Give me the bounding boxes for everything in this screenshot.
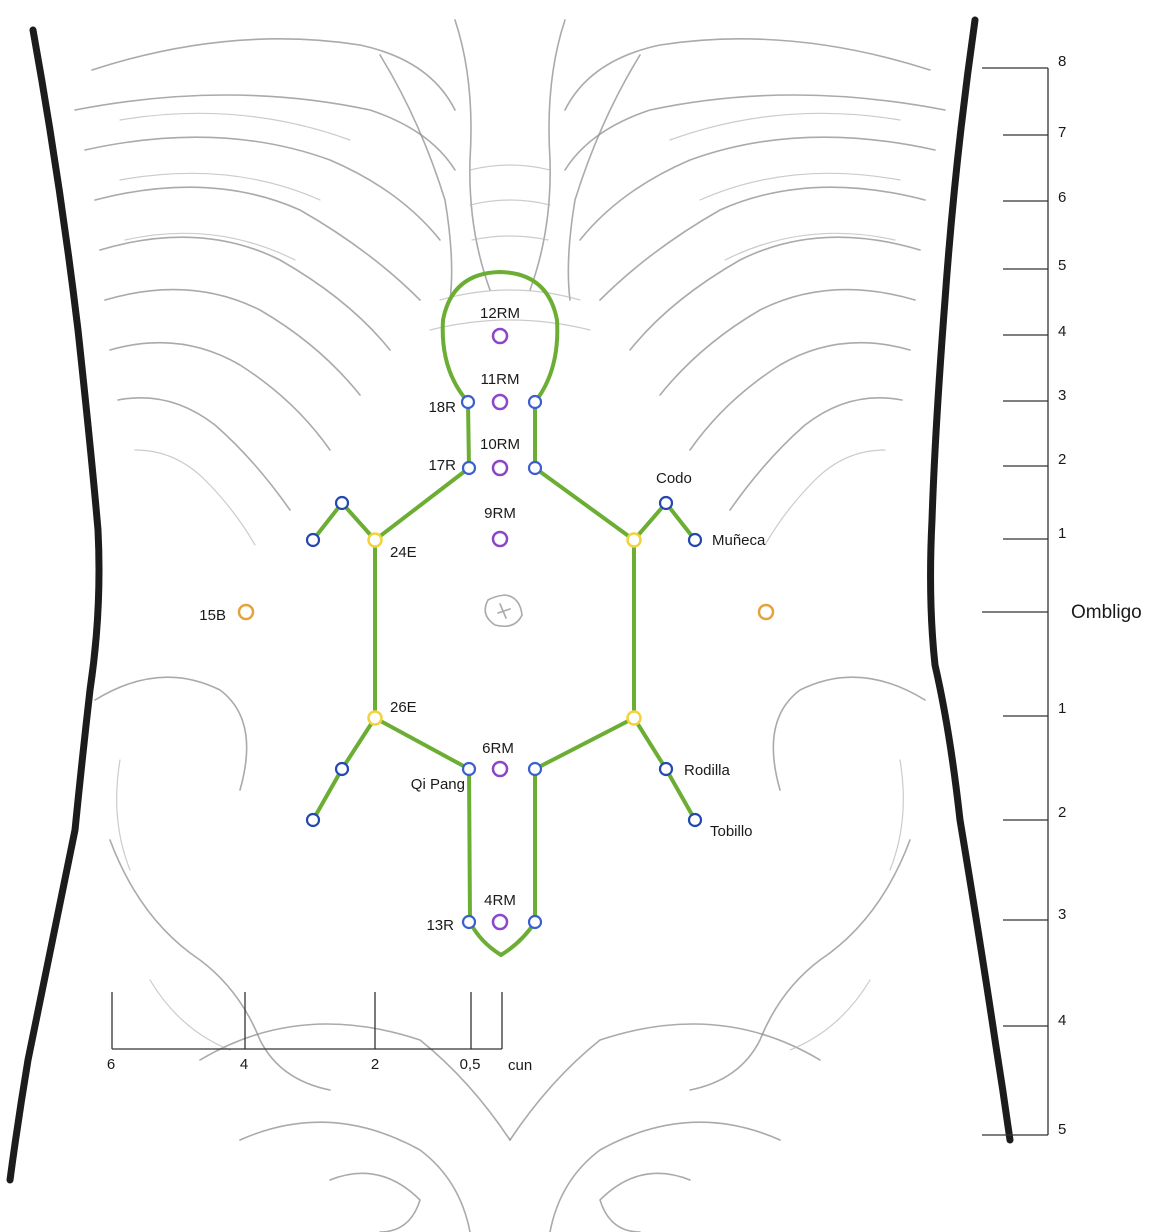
label-6rm: 6RM (482, 740, 514, 757)
right-rib-cage (565, 39, 945, 545)
body-outline-left (10, 30, 99, 1180)
horizontal-label-6: 6 (107, 1056, 115, 1073)
vertical-label-lower-3: 3 (1058, 906, 1066, 923)
horizontal-label-0-5: 0,5 (460, 1056, 481, 1073)
vertical-label-lower-4: 4 (1058, 1012, 1066, 1029)
point-11rm[interactable] (493, 395, 507, 409)
pelvis (95, 677, 925, 1232)
point-qi-pang-left[interactable] (463, 763, 475, 775)
label-4rm: 4RM (484, 892, 516, 909)
point-17r-right[interactable] (529, 462, 541, 474)
label-11rm: 11RM (481, 371, 520, 388)
point-tobillo-left[interactable] (307, 814, 319, 826)
label-rodilla: Rodilla (684, 762, 731, 779)
acupoints (239, 329, 773, 929)
label-17r: 17R (428, 457, 456, 474)
point-qi-pang-right[interactable] (529, 763, 541, 775)
meridian-main (375, 402, 634, 955)
sternum (430, 20, 590, 330)
point-4rm[interactable] (493, 915, 507, 929)
vertical-label-upper-6: 6 (1058, 189, 1066, 206)
anatomy-sketch (75, 20, 945, 1232)
vertical-label-lower-2: 2 (1058, 804, 1066, 821)
point-15b-right[interactable] (759, 605, 773, 619)
horizontal-label-2: 2 (371, 1056, 379, 1073)
point-9rm[interactable] (493, 532, 507, 546)
vertical-label-ombligo: Ombligo (1071, 602, 1142, 623)
vertical-label-upper-4: 4 (1058, 323, 1066, 340)
navel (485, 595, 522, 626)
label-tobillo: Tobillo (710, 823, 753, 840)
horizontal-unit-label: cun (508, 1057, 532, 1074)
vertical-label-lower-1: 1 (1058, 700, 1066, 717)
left-rib-cage (75, 39, 455, 545)
vertical-label-upper-8: 8 (1058, 53, 1066, 70)
label-9rm: 9RM (484, 505, 516, 522)
vertical-scale: 8 7 6 5 4 3 2 1 Ombligo 1 2 3 4 5 (982, 53, 1142, 1138)
label-24e: 24E (390, 544, 417, 561)
point-24e-right[interactable] (628, 534, 641, 547)
point-6rm[interactable] (493, 762, 507, 776)
label-13r: 13R (426, 917, 454, 934)
label-10rm: 10RM (480, 436, 520, 453)
point-rodilla-left[interactable] (336, 763, 348, 775)
point-muneca-right[interactable] (689, 534, 701, 546)
point-muneca-left[interactable] (307, 534, 319, 546)
point-rodilla-right[interactable] (660, 763, 672, 775)
point-12rm[interactable] (493, 329, 507, 343)
body-outline-right (931, 20, 1010, 1140)
point-codo-right[interactable] (660, 497, 672, 509)
horizontal-label-4: 4 (240, 1056, 248, 1073)
label-15b: 15B (199, 607, 226, 624)
label-18r: 18R (428, 399, 456, 416)
label-12rm: 12RM (480, 305, 520, 322)
point-tobillo-right[interactable] (689, 814, 701, 826)
point-18r-left[interactable] (462, 396, 474, 408)
point-18r-right[interactable] (529, 396, 541, 408)
vertical-label-lower-5: 5 (1058, 1121, 1066, 1138)
vertical-label-upper-2: 2 (1058, 451, 1066, 468)
horizontal-scale: 6 4 2 0,5 cun (107, 992, 532, 1074)
vertical-label-upper-7: 7 (1058, 124, 1066, 141)
point-26e-left[interactable] (369, 712, 382, 725)
body-outline (10, 20, 1010, 1180)
point-13r-left[interactable] (463, 916, 475, 928)
point-26e-right[interactable] (628, 712, 641, 725)
point-codo-left[interactable] (336, 497, 348, 509)
vertical-label-upper-1: 1 (1058, 525, 1066, 542)
point-10rm[interactable] (493, 461, 507, 475)
label-qi-pang: Qi Pang (411, 776, 465, 793)
label-muneca: Muñeca (712, 532, 766, 549)
vertical-label-upper-5: 5 (1058, 257, 1066, 274)
point-17r-left[interactable] (463, 462, 475, 474)
vertical-label-upper-3: 3 (1058, 387, 1066, 404)
point-13r-right[interactable] (529, 916, 541, 928)
point-15b-left[interactable] (239, 605, 253, 619)
label-codo: Codo (656, 470, 692, 487)
label-26e: 26E (390, 699, 417, 716)
point-24e-left[interactable] (369, 534, 382, 547)
